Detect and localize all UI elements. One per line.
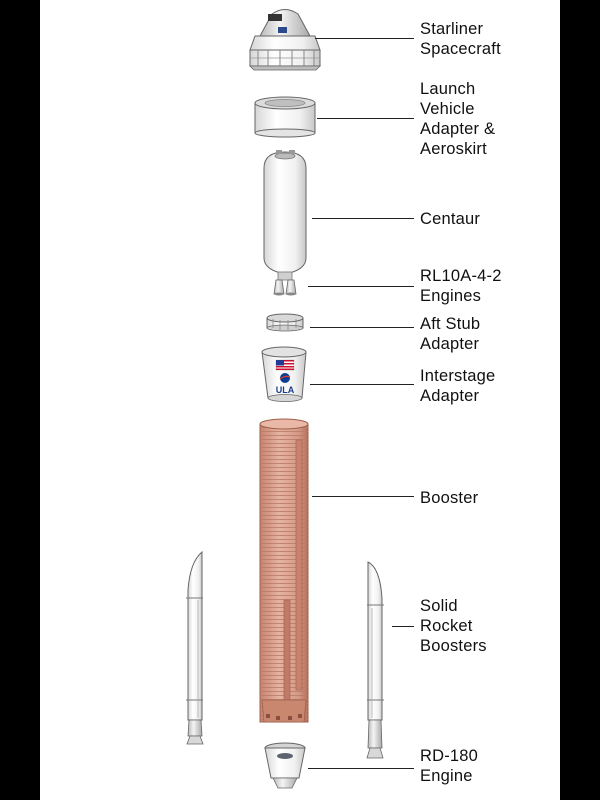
label-booster: Booster [420,488,478,508]
label-line: Starliner [420,20,484,38]
label-centaur: Centaur [420,209,480,229]
leader-line-interstage [310,384,414,385]
main-booster [259,418,309,723]
label-aft-stub: Aft Stub Adapter [420,314,480,354]
rl10-engines [273,271,297,296]
label-line: Engine [420,767,473,785]
leader-line-aft-stub [310,327,414,328]
label-line: Boosters [420,637,487,655]
leader-line-lva [317,118,414,119]
label-line: Aft Stub [420,315,481,333]
launch-vehicle-adapter [254,96,316,138]
label-line: Spacecraft [420,40,501,58]
label-rl10: RL10A-4-2 Engines [420,266,502,306]
rocket-exploded-view: ULA [186,9,384,789]
interstage-adapter: ULA [261,346,307,402]
label-line: Launch [420,80,476,98]
label-line: Adapter & [420,120,496,138]
centaur-stage [263,150,307,275]
label-starliner: Starliner Spacecraft [420,19,501,59]
leader-line-booster [312,496,414,497]
label-line: RD-180 [420,747,479,765]
leader-line-rd180 [308,768,414,769]
leader-line-srb [392,626,414,627]
label-line: Engines [420,287,482,305]
leader-line-rl10 [308,286,414,287]
label-line: Adapter [420,387,480,405]
label-interstage: Interstage Adapter [420,366,495,406]
leader-line-centaur [312,218,414,219]
label-line: Vehicle [420,100,475,118]
label-line: Aeroskirt [420,140,487,158]
aft-stub-adapter [266,313,304,332]
label-line: RL10A-4-2 [420,267,502,285]
srb-right [366,561,384,759]
label-line: Interstage [420,367,496,385]
label-line: Solid [420,597,458,615]
diagram-frame: ULA [40,0,560,800]
label-line: Centaur [420,210,481,228]
label-line: Adapter [420,335,480,353]
ula-logo: ULA [276,385,295,395]
label-line: Booster [420,489,479,507]
nasa-logo [279,373,291,383]
label-rd180: RD-180 Engine [420,746,478,786]
label-srb: Solid Rocket Boosters [420,596,487,656]
starliner-spacecraft [249,9,321,71]
leader-line-starliner [315,38,414,39]
label-line: Rocket [420,617,473,635]
srb-left [186,550,204,745]
rd180-engine [264,742,306,789]
label-lva: Launch Vehicle Adapter & Aeroskirt [420,79,495,159]
ula-logo-text: ULA [276,385,295,395]
us-flag-icon [275,359,295,371]
